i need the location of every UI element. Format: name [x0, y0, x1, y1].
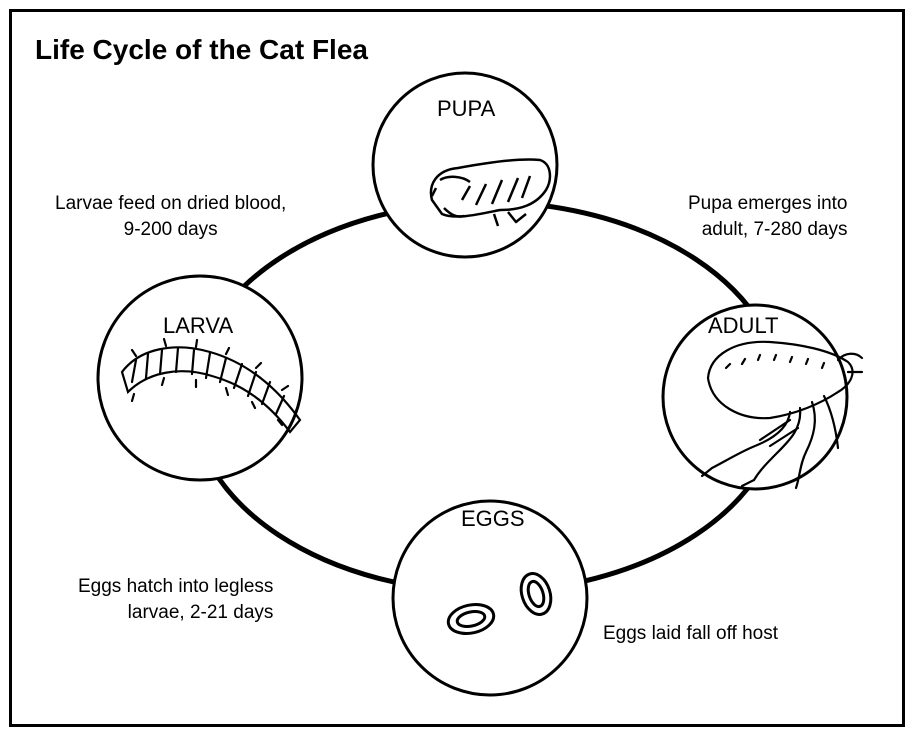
- adult-label: ADULT: [708, 313, 779, 339]
- larva-to-pupa-line-2: 9-200 days: [55, 217, 286, 243]
- larva-to-pupa-line-1: Larvae feed on dried blood,: [55, 191, 286, 217]
- pupa-label: PUPA: [437, 96, 495, 122]
- adult-to-eggs-note: Eggs laid fall off host: [603, 621, 778, 647]
- eggs-to-larva-line-2: larvae, 2-21 days: [78, 600, 273, 626]
- pupa-to-adult-note: Pupa emerges into adult, 7-280 days: [688, 191, 848, 243]
- pupa-to-adult-line-2: adult, 7-280 days: [688, 217, 848, 243]
- larva-to-pupa-note: Larvae feed on dried blood, 9-200 days: [55, 191, 286, 243]
- larva-label: LARVA: [163, 313, 233, 339]
- eggs-to-larva-note: Eggs hatch into legless larvae, 2-21 day…: [78, 574, 273, 626]
- eggs-label: EGGS: [461, 506, 525, 532]
- adult-to-eggs-line-1: Eggs laid fall off host: [603, 621, 778, 647]
- larva-circle: [98, 276, 302, 480]
- eggs-to-larva-line-1: Eggs hatch into legless: [78, 574, 273, 600]
- pupa-to-adult-line-1: Pupa emerges into: [688, 191, 848, 217]
